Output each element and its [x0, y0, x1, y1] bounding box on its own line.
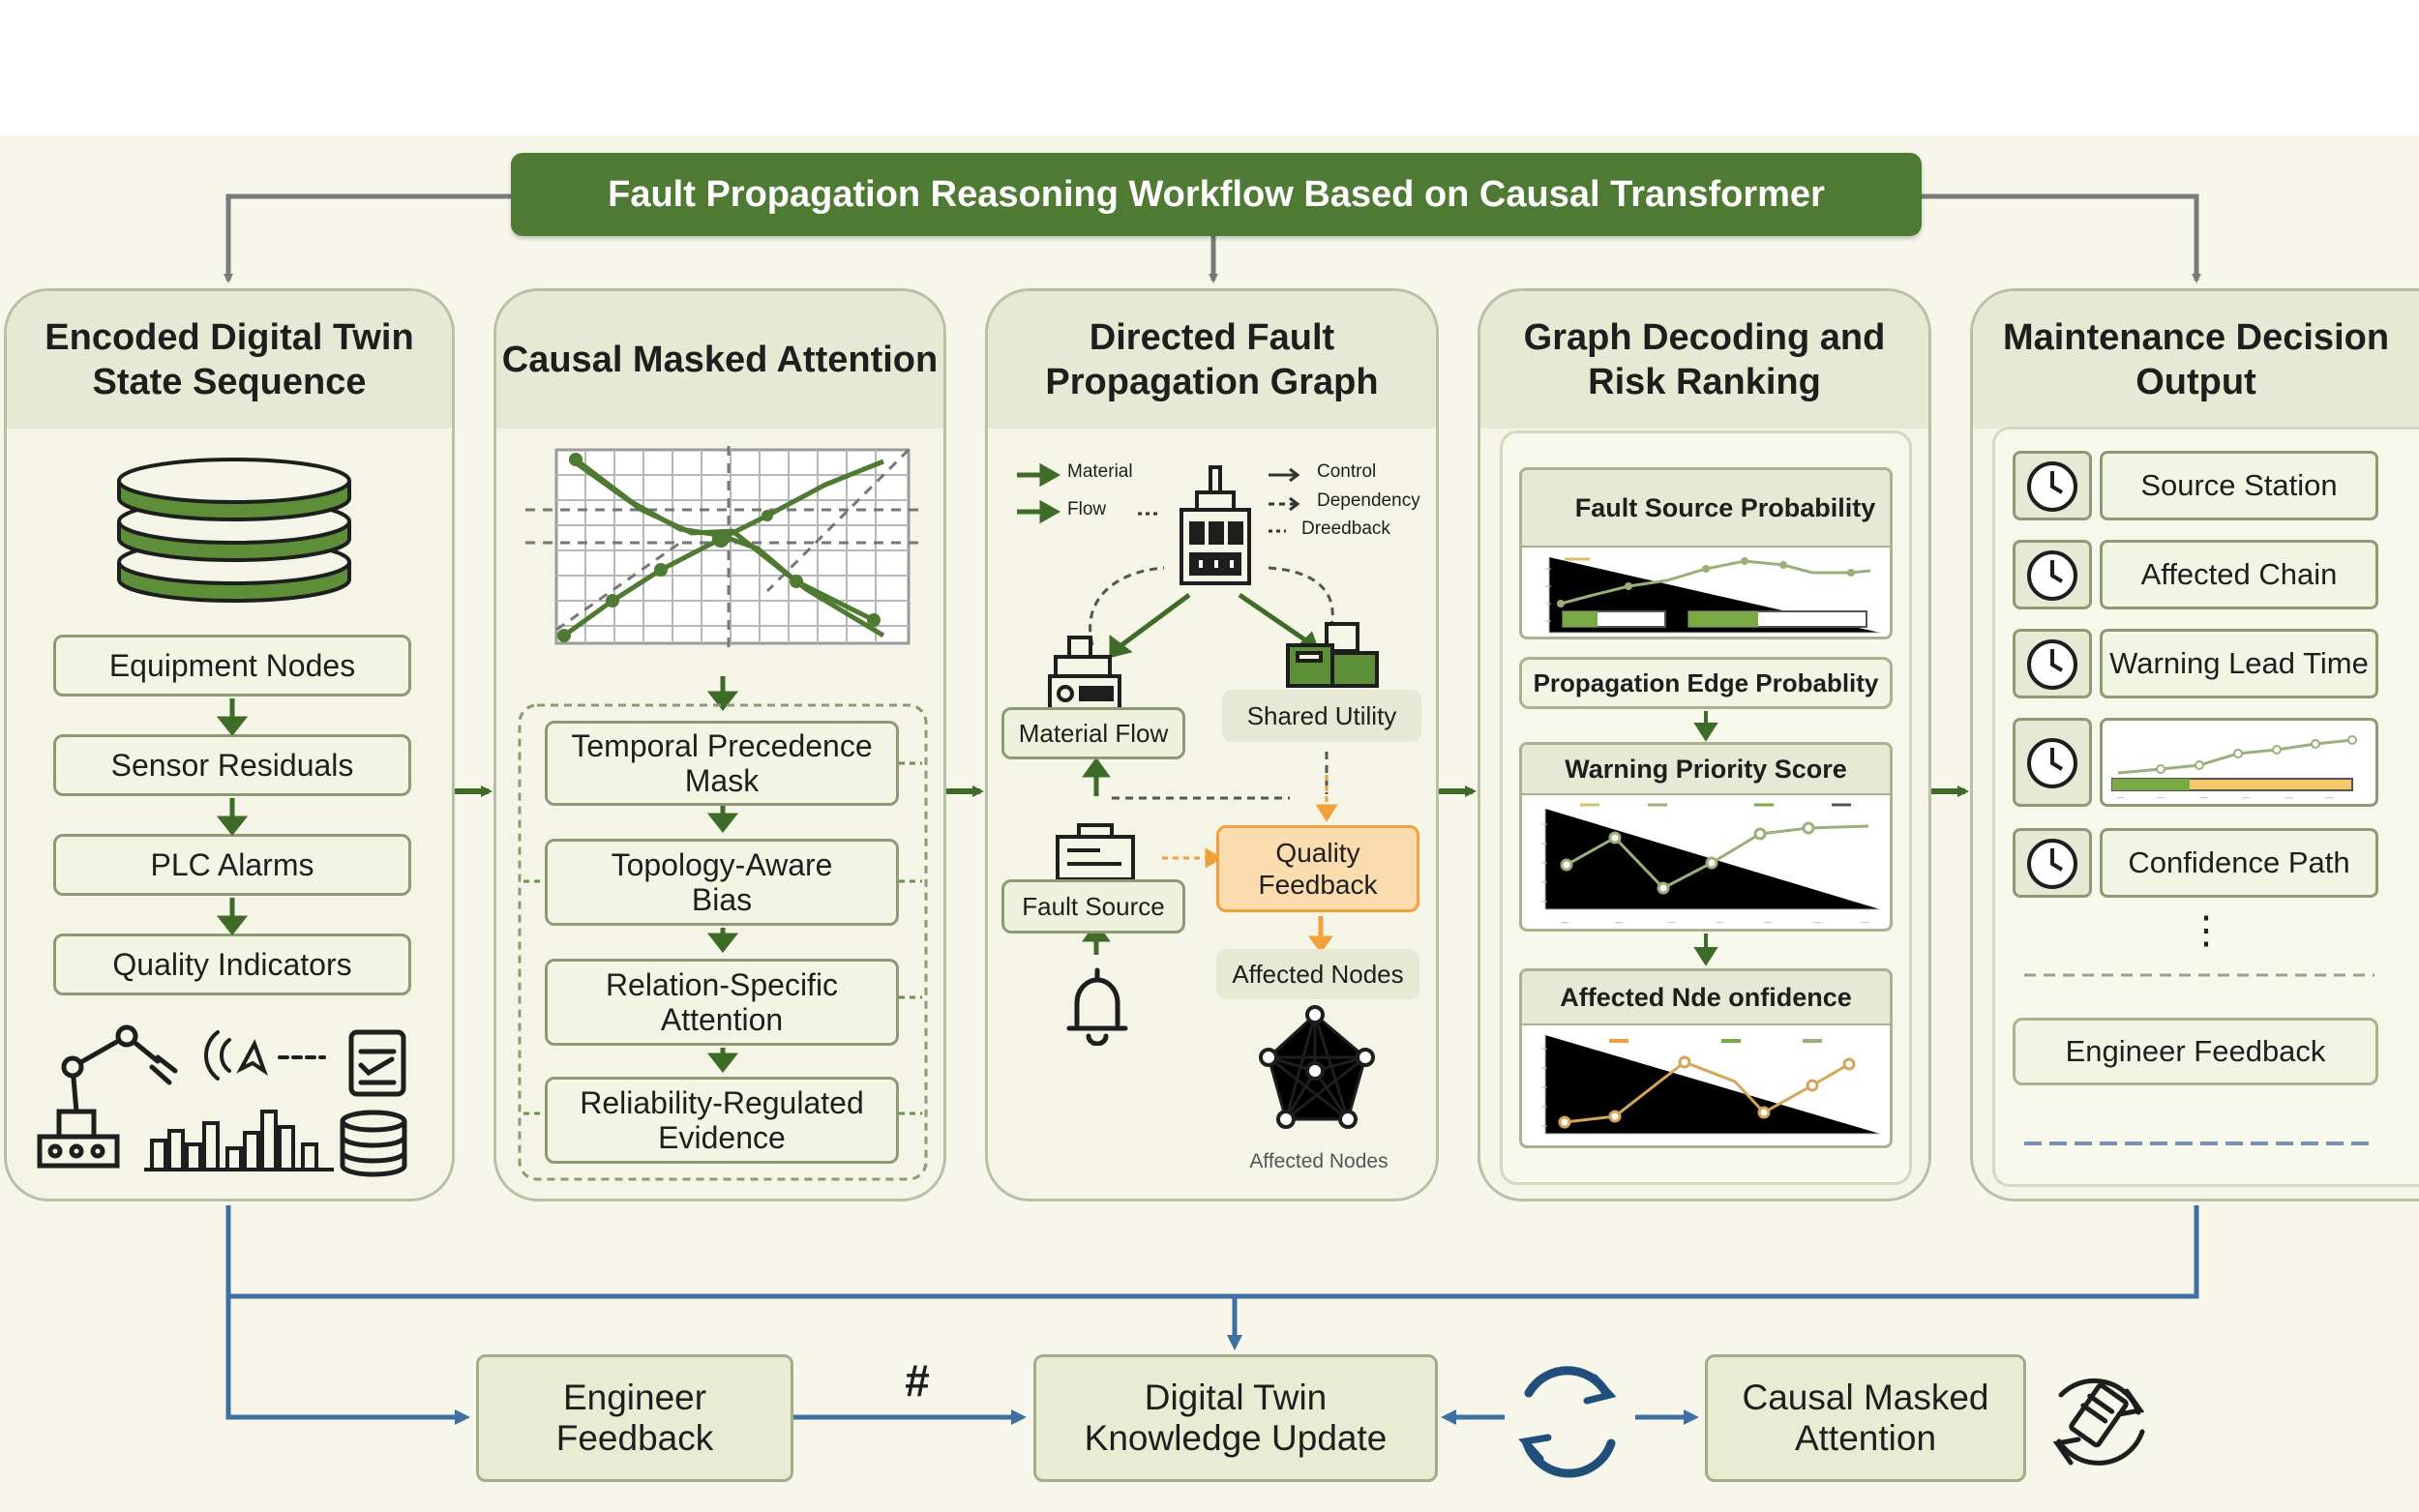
- bottom-causal-attention: Causal Masked Attention: [1705, 1354, 2026, 1482]
- panel-causal-attention: Causal Masked Attention: [493, 288, 946, 1201]
- panel-title: Maintenance Decision Output: [1973, 291, 2419, 429]
- panel-title: Graph Decoding and Risk Ranking: [1480, 291, 1928, 429]
- card-warning-priority: Warning Priority Score — — — — — — —: [1519, 742, 1893, 932]
- card-title: Fault Source Probability: [1522, 470, 1890, 548]
- clock-icon: [2013, 451, 2092, 520]
- output-ellipsis: ⋮: [2187, 909, 2225, 952]
- svg-text:—: —: [1561, 918, 1569, 928]
- sensor-wave-icon: [204, 1030, 326, 1081]
- panel-graph-decoding: Graph Decoding and Risk Ranking Fault So…: [1478, 288, 1931, 1201]
- svg-text:—: —: [1716, 918, 1724, 928]
- robot-arm-icon: [37, 1024, 178, 1169]
- legend-dependency: Dependency: [1317, 490, 1420, 511]
- svg-text:—: —: [2116, 793, 2125, 803]
- card-title: Affected Nde onfidence: [1522, 971, 1890, 1025]
- panel-title: Directed Fault Propagation Graph: [988, 291, 1436, 429]
- legend-control: Control: [1317, 461, 1377, 482]
- output-confidence-path: Confidence Path: [2013, 828, 2378, 898]
- confidence-chart: [1541, 1035, 1880, 1135]
- step-relation-attention: Relation-Specific Attention: [545, 959, 899, 1046]
- svg-text:—: —: [1667, 918, 1676, 928]
- output-label: Confidence Path: [2100, 828, 2378, 898]
- clock-icon: [2013, 540, 2092, 609]
- step-quality-indicators: Quality Indicators: [53, 934, 411, 995]
- output-warning-lead-time: Warning Lead Time: [2013, 629, 2378, 698]
- output-label: Warning Lead Time: [2100, 629, 2378, 698]
- svg-text:—: —: [2199, 793, 2208, 803]
- database-icon: [117, 458, 351, 603]
- svg-text:—: —: [2242, 793, 2251, 803]
- network-icon: [1259, 1005, 1375, 1129]
- output-label: Source Station: [2100, 451, 2378, 520]
- output-label: Affected Chain: [2100, 540, 2378, 609]
- storage-icon: [340, 1110, 407, 1177]
- bottom-engineer-feedback: Engineer Feedback: [476, 1354, 793, 1482]
- node-affected-nodes: Affected Nodes: [1216, 949, 1419, 999]
- step-temporal-mask: Temporal Precedence Mask: [545, 721, 899, 806]
- clock-icon: [2013, 629, 2092, 698]
- checklist-icon: [348, 1029, 406, 1097]
- cycle-arrows-icon: [1518, 1366, 1617, 1478]
- svg-text:—: —: [1615, 918, 1624, 928]
- node-shared-utility: Shared Utility: [1222, 690, 1421, 742]
- node-quality-feedback: Quality Feedback: [1216, 825, 1419, 912]
- output-source-station: Source Station: [2013, 451, 2378, 520]
- step-topology-bias: Topology-Aware Bias: [545, 839, 899, 926]
- factory-icon: [1180, 465, 1251, 585]
- step-reliability-evidence: Reliability-Regulated Evidence: [545, 1077, 899, 1164]
- lead-time-chart: — — — — — —: [2100, 718, 2378, 807]
- decode-arrows: [1693, 711, 1718, 966]
- utility-plant-icon: [1286, 622, 1379, 688]
- svg-text:—: —: [1764, 918, 1773, 928]
- card-affected-confidence: Affected Nde onfidence: [1519, 968, 1893, 1148]
- card-propagation-edge: Propagation Edge Probablity: [1519, 657, 1893, 709]
- bottom-digital-twin-update: Digital Twin Knowledge Update: [1033, 1354, 1438, 1482]
- refresh-edit-icon: [2052, 1378, 2145, 1466]
- output-dividers: [2024, 973, 2374, 1145]
- clock-icon: [2013, 718, 2092, 807]
- panel-encoded-state: Encoded Digital Twin State Sequence Equi…: [4, 288, 455, 1201]
- panel-propagation-graph: Directed Fault Propagation Graph: [985, 288, 1439, 1201]
- card-title: Warning Priority Score: [1522, 745, 1890, 795]
- workflow-title-banner: Fault Propagation Reasoning Workflow Bas…: [511, 153, 1922, 236]
- attention-arrows: [518, 676, 928, 1181]
- affected-nodes-caption: Affected Nodes: [1249, 1150, 1389, 1172]
- svg-text:—: —: [2325, 793, 2334, 803]
- svg-text:—: —: [1861, 918, 1869, 928]
- card-fault-source-probability: Fault Source Probability: [1519, 467, 1893, 639]
- banner-connectors: [224, 193, 2201, 283]
- node-material-flow: Material Flow: [1001, 707, 1185, 759]
- panel-title: Causal Masked Attention: [496, 291, 943, 429]
- legend-flow: Flow: [1067, 499, 1107, 519]
- panel-title: Encoded Digital Twin State Sequence: [7, 291, 452, 429]
- legend-feedback: Dreedback: [1301, 519, 1390, 539]
- svg-text:—: —: [1812, 918, 1821, 928]
- legend-material: Material: [1067, 461, 1133, 482]
- step-equipment-nodes: Equipment Nodes: [53, 635, 411, 697]
- bell-icon: [1066, 967, 1128, 1046]
- svg-text:—: —: [2285, 793, 2293, 803]
- output-lead-time-chart: — — — — — —: [2013, 718, 2378, 807]
- station-icon: [1056, 823, 1135, 881]
- feedback-loop-lines: [225, 1205, 2199, 1425]
- attention-grid-plot: [525, 446, 922, 649]
- node-fault-source: Fault Source: [1001, 879, 1185, 934]
- clock-icon: [2013, 828, 2092, 898]
- factory-bars-icon: [144, 1110, 334, 1171]
- output-engineer-feedback: Engineer Feedback: [2013, 1018, 2378, 1085]
- step-arrows: [216, 698, 249, 936]
- machine-icon: [1048, 636, 1121, 713]
- output-affected-chain: Affected Chain: [2013, 540, 2378, 609]
- probability-chart: [1545, 557, 1880, 634]
- hash-mark: #: [905, 1355, 930, 1406]
- priority-chart: — — — — — — —: [1541, 803, 1880, 928]
- svg-text:—: —: [2157, 793, 2165, 803]
